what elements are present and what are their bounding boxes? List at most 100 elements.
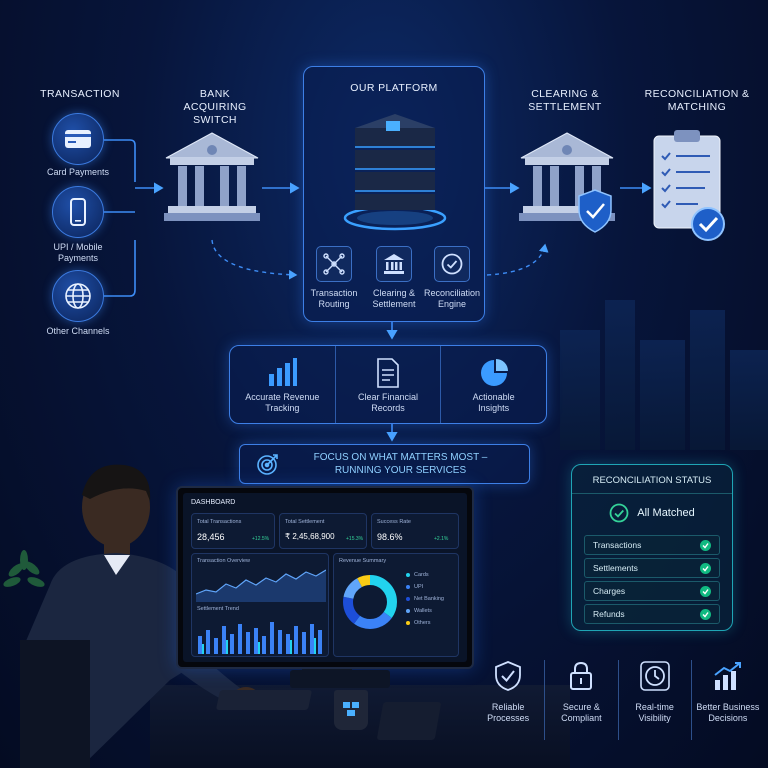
transaction-overview-card: Transaction Overview Settlement Trend [191,553,329,657]
upi-payments-label: UPI / Mobile Payments [53,242,103,263]
check-icon [700,608,711,620]
dashboard-screen: DASHBOARD Total Transactions 28,456 +12.… [183,493,467,662]
legend-dot [406,621,410,625]
benefit-financial-records: Clear Financial Records [336,346,442,423]
donut-slice [343,575,397,629]
benefit-records-label: Clear Financial Records [357,392,419,413]
kpi-card-transactions: Total Transactions 28,456 +12.5% [191,513,275,549]
monitor-base [290,670,390,688]
legend-label: Cards [414,572,429,578]
bar-chart-icon [267,358,298,386]
card-payments-node[interactable] [52,113,104,165]
upi-payments-node[interactable] [52,186,104,238]
legend-label: Others [414,620,431,626]
benefits-panel: Accurate Revenue Tracking Clear Financia… [229,345,547,424]
legend-label: UPI [414,584,424,590]
focus-banner: FOCUS ON WHAT MATTERS MOST – RUNNING YOU… [239,444,530,484]
status-row-label: Refunds [593,609,625,619]
features-row: Reliable Processes Secure & Compliant Re… [472,660,764,740]
card-icon [64,129,92,149]
reconciliation-engine-module[interactable] [434,246,470,282]
clearing-settlement-header: CLEARING & SETTLEMENT [528,88,602,113]
legend-label: Wallets [414,608,432,614]
clearing-module-label: Clearing & Settlement [372,288,416,309]
skyline-building [640,340,685,450]
platform-header: OUR PLATFORM [350,82,438,94]
status-headline: All Matched [637,507,695,519]
skyline-building [690,310,725,450]
status-headline-row: All Matched [572,503,732,523]
kpi-card-success-rate: Success Rate 98.6% +2.1% [371,513,459,549]
skyline-building [730,350,768,450]
skyline-building [560,330,600,450]
keyboard [215,690,313,710]
routing-label: Transaction Routing [310,288,358,309]
donut-slice [343,575,397,629]
growth-chart-icon [712,660,744,692]
status-row-refunds: Refunds [584,604,720,624]
legend-dot [406,609,410,613]
legend-item: Wallets [406,608,458,614]
legend-dot [406,585,410,589]
revenue-title: Revenue Summary [339,558,387,564]
status-row-label: Settlements [593,563,638,573]
overview-line-chart [196,569,326,602]
reconciliation-engine-label: Reconciliation Engine [423,288,481,309]
acquiring-switch-header: BANK ACQUIRING SWITCH [183,88,247,126]
pie-chart-icon [479,358,509,388]
kpi-value: 98.6% [377,532,403,542]
secure-bank-icon [517,128,617,238]
legend-label: Net Banking [414,596,444,602]
legend-item: Cards [406,572,458,578]
shield-check-icon [494,660,522,692]
reconciliation-matching-header: RECONCILIATION & MATCHING [644,88,750,113]
notebook [376,702,442,740]
kpi-delta: +12.5% [252,536,270,542]
monitor: DASHBOARD Total Transactions 28,456 +12.… [176,486,474,683]
server-stack-icon [340,108,450,233]
target-icon [256,452,280,476]
focus-text: FOCUS ON WHAT MATTERS MOST – RUNNING YOU… [313,452,488,476]
feature-label: Better Business Decisions [696,702,760,723]
feature-reliable: Reliable Processes [472,660,546,740]
status-row-settlements: Settlements [584,558,720,578]
benefit-insights-label: Actionable Insights [472,392,515,413]
benefit-revenue-label: Accurate Revenue Tracking [245,392,320,413]
document-icon [376,358,400,388]
legend-item: Others [406,620,458,626]
check-icon [700,585,711,597]
kpi-card-settlement: Total Settlement ₹ 2,45,68,900 +15.3% [279,513,367,549]
plant [2,548,46,618]
coffee-mug [334,690,368,730]
check-icon [700,539,711,551]
routing-module[interactable] [316,246,352,282]
feature-secure: Secure & Compliant [545,660,619,740]
legend-dot [406,597,410,601]
kpi-label: Total Transactions [197,519,242,525]
check-circle-icon [609,503,629,523]
other-channels-label: Other Channels [46,326,110,336]
status-title: RECONCILIATION STATUS [572,475,732,494]
donut-slice [343,575,397,629]
mobile-icon [69,198,87,226]
benefit-insights: Actionable Insights [441,346,546,423]
dashboard-title: DASHBOARD [191,499,236,506]
benefit-revenue-tracking: Accurate Revenue Tracking [230,346,336,423]
kpi-delta: +2.1% [434,536,449,542]
status-row-label: Charges [593,586,626,596]
status-row-charges: Charges [584,581,720,601]
settlement-trend-bars [198,622,322,654]
legend-dot [406,573,410,577]
revenue-donut-chart [343,575,397,629]
clearing-module[interactable] [376,246,412,282]
routing-icon [322,252,346,276]
feature-label: Secure & Compliant [561,702,602,723]
other-channels-node[interactable] [52,270,104,322]
kpi-delta: +15.3% [346,536,364,542]
overview-title: Transaction Overview [197,558,250,564]
kpi-label: Success Rate [377,519,411,525]
kpi-value: 28,456 [197,532,225,542]
